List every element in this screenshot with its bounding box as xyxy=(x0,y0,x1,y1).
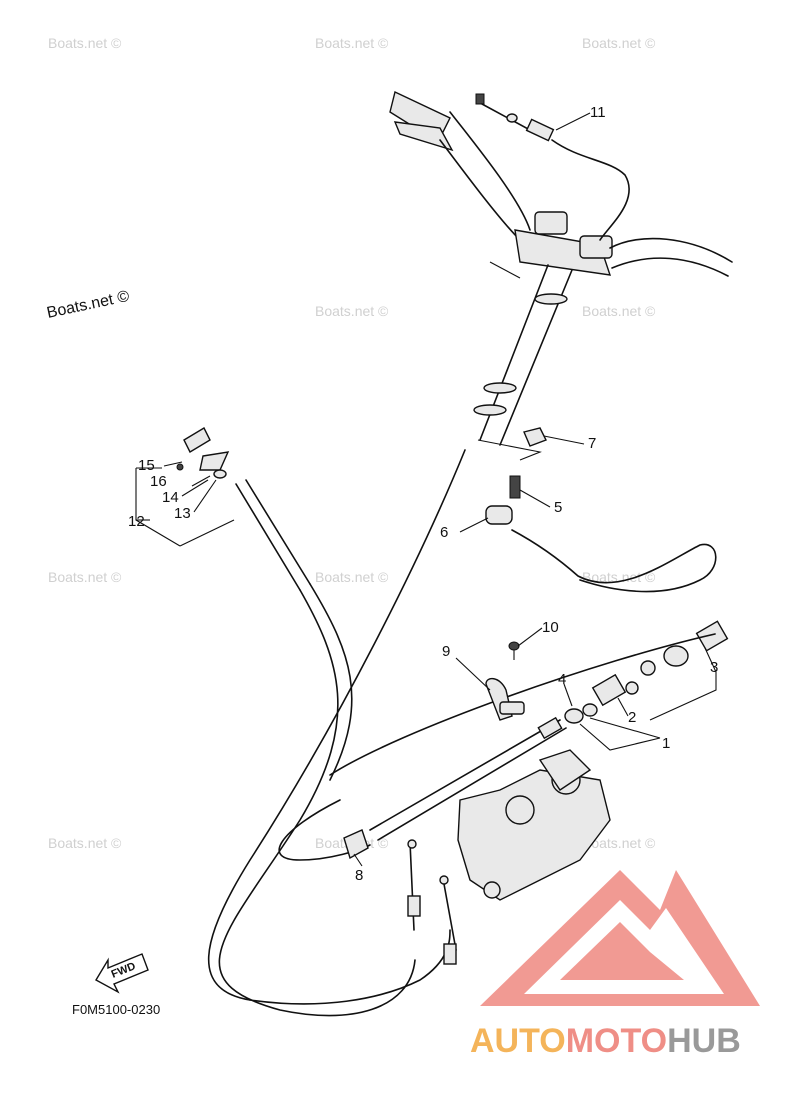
callout-3: 3 xyxy=(710,659,718,676)
diagram-code: F0M5100-0230 xyxy=(72,1002,160,1017)
part-11-throttle-cable-end xyxy=(475,93,630,241)
handlebar xyxy=(389,91,733,461)
watermark-text: Boats.net © xyxy=(315,569,389,585)
callout-4: 4 xyxy=(558,671,566,688)
callout-10: 10 xyxy=(542,619,559,636)
watermark-text: Boats.net © xyxy=(582,835,656,851)
callout-15: 15 xyxy=(138,457,155,474)
parts-8-9-10 xyxy=(343,641,525,860)
callout-12: 12 xyxy=(128,513,145,530)
watermark-text: Boats.net © xyxy=(48,835,122,851)
parts-5-6-7-cable-joint xyxy=(485,427,717,593)
watermark-text: Boats.net © xyxy=(48,569,122,585)
callout-5: 5 xyxy=(554,499,562,516)
watermark-text: Boats.net © xyxy=(582,569,656,585)
logo-auto: AUTO xyxy=(470,1022,566,1060)
callout-13: 13 xyxy=(174,505,191,522)
watermark-text: Boats.net © xyxy=(45,288,131,322)
parts-12-16-cable-holder xyxy=(176,427,416,1017)
callout-9: 9 xyxy=(442,643,450,660)
callout-7: 7 xyxy=(588,435,596,452)
callout-14: 14 xyxy=(162,489,179,506)
watermark-text: Boats.net © xyxy=(315,35,389,51)
callout-1: 1 xyxy=(662,735,670,752)
callout-16: 16 xyxy=(150,473,167,490)
callout-2: 2 xyxy=(628,709,636,726)
fwd-arrow-icon: FWD xyxy=(95,953,149,994)
watermark-text: Boats.net © xyxy=(315,303,389,319)
callout-11: 11 xyxy=(590,104,606,121)
callout-leaders xyxy=(135,112,717,867)
callout-6: 6 xyxy=(440,524,448,541)
watermark-text: Boats.net © xyxy=(582,303,656,319)
logo-moto: MOTO xyxy=(566,1022,667,1060)
watermark-text: Boats.net © xyxy=(582,35,656,51)
callout-labels: 11 7 5 6 10 9 4 2 3 1 8 15 16 14 13 12 xyxy=(128,104,718,884)
carburetor-assembly xyxy=(407,749,611,965)
logo-hub: HUB xyxy=(667,1022,741,1060)
automotohub-logo: AUTOMOTOHUB xyxy=(470,870,760,1060)
callout-8: 8 xyxy=(355,867,363,884)
logo-text: AUTOMOTOHUB xyxy=(470,1022,741,1060)
watermark-text: Boats.net © xyxy=(48,35,122,51)
